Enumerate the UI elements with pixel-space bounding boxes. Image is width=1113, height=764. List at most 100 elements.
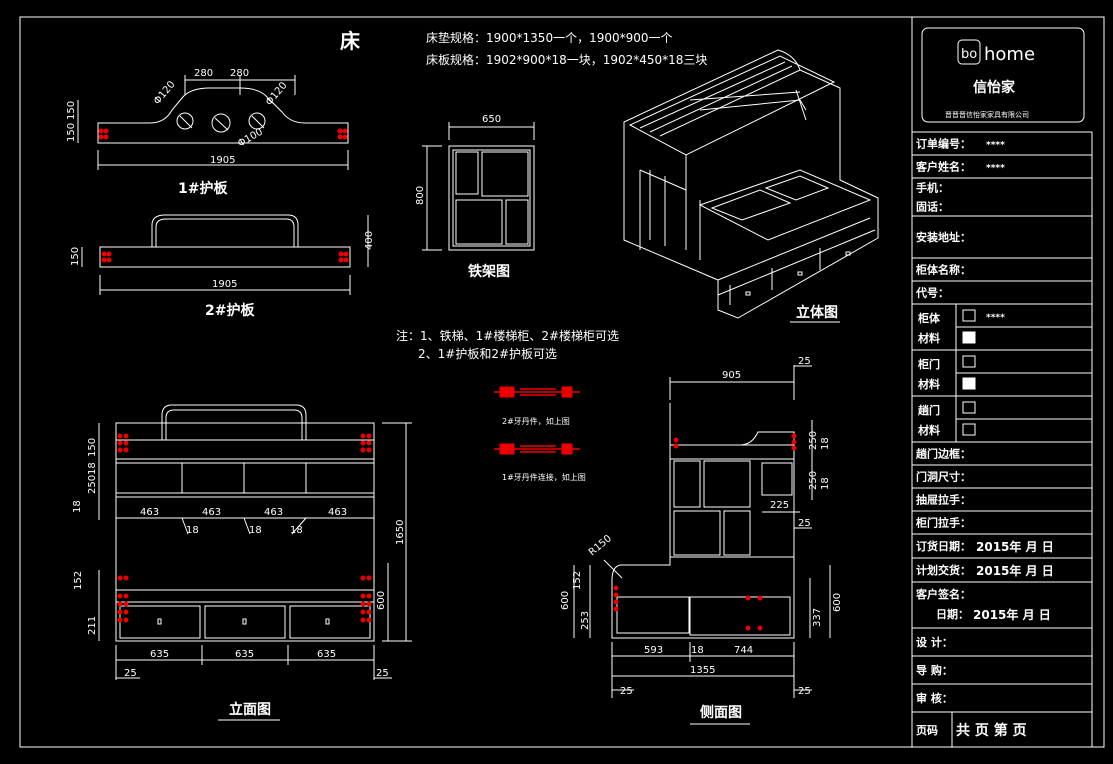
dim-text: 593 <box>644 645 663 656</box>
dim-text: 280 <box>194 68 213 79</box>
title-block-label: 门洞尺寸： <box>916 470 971 484</box>
logo-prefix: bo <box>961 47 977 62</box>
dim-text: 1905 <box>212 279 237 290</box>
material-label: 材料 <box>918 331 940 345</box>
dim-text: 18 <box>249 525 262 536</box>
iron-frame-label: 铁架图 <box>468 263 510 280</box>
three-d-label: 立体图 <box>796 304 838 321</box>
note-line-1: 注：1、铁梯、1#楼梯柜、2#楼梯柜可选 <box>396 328 619 343</box>
title-block-label: 柜门拉手： <box>915 516 971 530</box>
company-name: 晋晋晋信怡家家具有限公司 <box>945 110 1029 119</box>
title-block-value: **** <box>986 164 1005 174</box>
title-block-label: 手机： <box>916 181 949 195</box>
dim-text: 18 <box>290 525 303 536</box>
dim-text: 150 <box>66 101 77 120</box>
guard-board-1-view: 280 280 Φ120 Φ120 Φ100 150 150 1905 1#护板 <box>66 68 349 197</box>
dim-text: 650 <box>482 114 501 125</box>
title-block-label: 安装地址： <box>916 230 971 244</box>
dim-text: 253 <box>580 611 591 630</box>
dim-text: 25 <box>376 668 389 679</box>
front-elevation-view: 150 18 250 18 463 463 463 463 18 18 18 1… <box>72 404 412 721</box>
material-label: 趟门 <box>918 403 940 417</box>
date-value: 2015年 月 日 <box>973 607 1051 622</box>
material-checkbox[interactable] <box>962 309 976 322</box>
dim-text: 18 <box>87 462 98 475</box>
dim-text: 25 <box>620 686 633 697</box>
guard-board-2-view: 150 400 1905 2#护板 <box>70 214 375 319</box>
material-checkbox[interactable] <box>962 401 976 414</box>
page-label: 页码 <box>916 724 938 737</box>
signoff-label: 导 购： <box>916 663 953 677</box>
side-view-label: 侧面图 <box>700 704 742 721</box>
dim-text: 463 <box>328 507 347 518</box>
dim-text: 635 <box>150 649 169 660</box>
date-label: 日期： <box>936 607 969 621</box>
dim-text: Φ120 <box>152 79 178 107</box>
dim-text: 25 <box>798 686 811 697</box>
material-checkbox[interactable] <box>962 377 976 390</box>
dim-text: 463 <box>202 507 221 518</box>
dim-text: 337 <box>812 608 823 627</box>
dim-text: 600 <box>832 593 843 612</box>
board-spec: 床板规格：1902*900*18一块，1902*450*18三块 <box>426 52 707 67</box>
dim-text: 18 <box>186 525 199 536</box>
dim-text: 463 <box>264 507 283 518</box>
dim-text: 250 <box>808 471 819 490</box>
dim-text: 150 <box>66 123 77 142</box>
dim-text: 250 <box>87 475 98 494</box>
dim-text: R150 <box>587 533 614 558</box>
dim-text: 18 <box>820 437 831 450</box>
title-block-label: 客户姓名： <box>915 160 971 174</box>
material-checkbox[interactable] <box>962 331 976 344</box>
dim-text: 25 <box>124 668 137 679</box>
signoff-label: 设 计： <box>916 635 953 649</box>
iron-frame-view: 650 800 铁架图 <box>415 114 535 280</box>
material-label: 材料 <box>918 423 940 437</box>
mattress-spec: 床垫规格：1900*1350一个，1900*900一个 <box>426 30 673 45</box>
dim-text: 211 <box>87 616 98 635</box>
title-block-label: 抽屉拉手： <box>916 493 971 507</box>
front-elevation-label: 立面图 <box>229 701 271 718</box>
bolt-1-caption: 1#牙丹件连接，如上图 <box>502 472 586 482</box>
material-checkbox[interactable] <box>962 355 976 368</box>
dim-text: 905 <box>722 370 741 381</box>
brand-name: 信怡家 <box>973 79 1016 96</box>
dim-text: 152 <box>572 571 583 590</box>
dim-text: 25 <box>798 518 811 529</box>
date-value: 2015年 月 日 <box>976 539 1054 554</box>
date-label: 订货日期： <box>916 539 971 553</box>
logo-text: home <box>984 44 1035 65</box>
title-block-label: 订单编号： <box>916 137 971 151</box>
dim-text: 600 <box>560 591 571 610</box>
material-checkbox[interactable] <box>962 423 976 436</box>
dim-text: 280 <box>230 68 249 79</box>
title-block: bo home 信怡家 晋晋晋信怡家家具有限公司 <box>911 17 1093 747</box>
date-value: 2015年 月 日 <box>976 563 1054 578</box>
material-label: 柜体 <box>917 311 941 325</box>
bolt-1-drawing <box>494 443 580 455</box>
dim-text: Φ120 <box>264 80 290 108</box>
dim-text: Φ100 <box>236 127 265 150</box>
guard-board-1-label: 1#护板 <box>178 180 228 197</box>
dim-text: 400 <box>364 231 375 250</box>
dim-text: 250 <box>808 431 819 450</box>
title-block-label: 趟门边框： <box>916 447 971 461</box>
material-label: 柜门 <box>917 357 940 371</box>
dim-text: 18 <box>691 645 704 656</box>
customer-sign-label: 客户签名： <box>915 587 971 601</box>
title-block-label: 代号： <box>915 286 949 300</box>
three-d-view: 立体图 <box>623 49 879 323</box>
side-view: 905 25 250 18 250 18 225 25 R150 152 600… <box>560 356 843 725</box>
dim-text: 1355 <box>690 665 715 676</box>
dim-text: 600 <box>376 591 387 610</box>
dim-text: 150 <box>70 247 81 266</box>
dim-text: 1905 <box>210 155 235 166</box>
page-value: 共 页 第 页 <box>956 722 1027 739</box>
material-label: 材料 <box>918 377 940 391</box>
note-line-2: 2、1#护板和2#护板可选 <box>418 347 557 361</box>
dim-text: 18 <box>820 477 831 490</box>
dim-text: 1650 <box>395 520 406 545</box>
guard-board-2-label: 2#护板 <box>205 302 255 319</box>
dim-text: 635 <box>235 649 254 660</box>
